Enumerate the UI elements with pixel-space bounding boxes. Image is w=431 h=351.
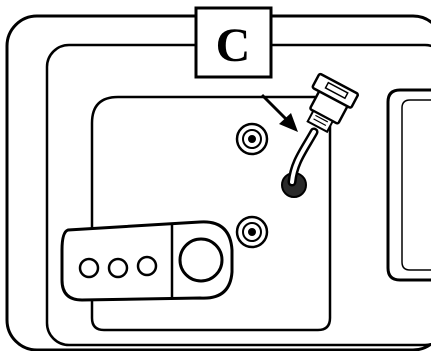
- remote-button-1: [78, 257, 100, 279]
- callout-label: C: [216, 19, 251, 72]
- remote-button-2: [107, 257, 129, 279]
- remote-main-button: [178, 237, 224, 283]
- plug-connector: [306, 72, 360, 134]
- remote-device: [60, 220, 234, 302]
- cable-highlight: [290, 130, 316, 184]
- lower-jack: [235, 215, 269, 249]
- side-latch-inner: [401, 99, 431, 271]
- side-latch: [386, 88, 431, 282]
- callout-box: [194, 6, 273, 79]
- pointer-arrow: [260, 93, 298, 132]
- remote-button-3: [136, 255, 158, 277]
- upper-jack: [235, 122, 269, 156]
